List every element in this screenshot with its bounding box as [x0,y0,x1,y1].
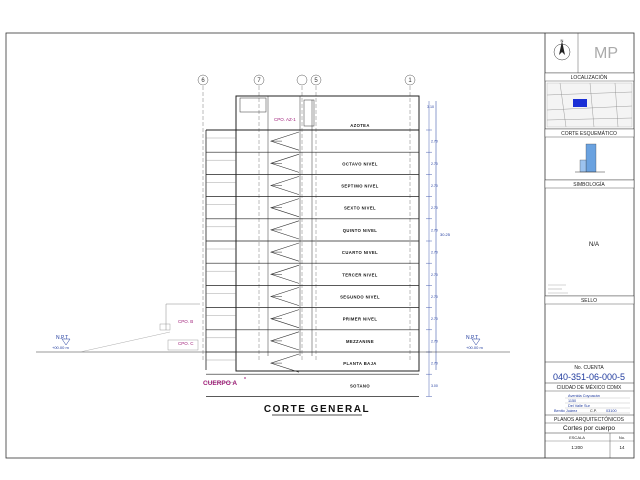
simbologia-notes [548,284,568,294]
elevator-overrun [303,99,315,127]
npt-right: N.P.T +00.00 m [466,335,483,350]
simbologia-header: SIMBOLOGÍA [573,181,605,188]
no-cuenta-label: No. CUENTA [574,365,604,371]
dimension-chain: 2.70 2.70 2.70 2.70 2.70 2.70 2.70 2.70 2.70 2.70… [426,101,438,397]
axis-6: 6 [197,74,209,360]
sheet-border [5,32,635,459]
cpo-c-label: CPO. C [178,341,194,346]
north-arrow-icon [553,41,571,61]
cpo-az-label: CPO. AZ-1 [274,117,296,122]
level-label: PRIMER NIVEL [343,317,378,322]
level-label: MEZZANINE [346,339,374,344]
level-label: PLANTA BAJA [343,361,376,366]
level-label: SEGUNDO NIVEL [340,295,380,300]
numero-value: 1150 [568,399,576,403]
no-cuenta-value: 040-351-06-000-5 [553,372,625,382]
level-dim-label: 2.70 [431,317,438,321]
plano-titulo: Cortes por cuerpo [563,425,615,432]
calle-value: Avenida Coyoacán [568,394,600,398]
level-label: AZOTEA [350,123,370,128]
level-label: TERCER NIVEL [342,272,378,277]
floor-slabs [206,129,419,397]
level-dim-label: 2.70 [431,295,438,299]
escala-value: 1:200 [571,445,583,450]
simbologia-value: N/A [589,242,599,248]
total-height-label: 30.25 [440,232,451,237]
adjacent-body-b-box [159,323,171,331]
axis-markers: 6 7 5 1 [197,74,416,360]
body-label: CUERPO A [203,380,237,387]
axis-1: 1 [404,74,416,360]
level-label: SEPTIMO NIVEL [341,184,379,189]
level-dim-label: 2.70 [431,362,438,366]
adjacent-body-c [167,339,199,351]
level-dim-label: 3.00 [431,384,438,388]
level-dim-label: 2.70 [431,184,438,188]
axis-label-7: 7 [257,78,261,84]
colonia-value: Del Valle Sur [568,404,591,408]
npt-left-level: +00.00 m [52,345,69,350]
top-dim-label: 3.10 [427,105,434,109]
title-block: N MP LOCALIZACIÓN CORTE ESQUEMÁTICO SIMB… [544,33,635,458]
sello-header: SELLO [581,298,597,304]
npt-right-level: +00.00 m [466,345,483,350]
drawing-title: CORTE GENERAL [264,404,370,415]
localizacion-header: LOCALIZACIÓN [571,74,608,81]
adjacent-body-b [165,303,200,330]
corte-esquematico-header: CORTE ESQUEMÁTICO [561,130,617,137]
lam-label: No. [619,435,625,440]
building-outline [235,95,420,372]
level-dim-label: 2.70 [431,228,438,232]
level-dim-label: 2.70 [431,273,438,277]
npt-left-label: N.P.T [56,335,68,341]
npt-right-label: N.P.T [466,335,478,341]
level-label: OCTAVO NIVEL [342,161,378,166]
level-dim-label: 2.70 [431,206,438,210]
ciudad-label: CIUDAD DE MÉXICO CDMX [557,384,622,391]
axis-label-5: 5 [314,78,318,84]
north-label: N [561,38,564,43]
alcaldia-value: Benito Juárez [554,409,577,413]
level-label: CUARTO NIVEL [342,250,378,255]
cpo-b-label: CPO. B [178,319,193,324]
ramp-line [79,331,171,353]
stair-flights [270,131,300,373]
level-label: QUINTO NIVEL [343,228,378,233]
lam-value: 14 [619,445,625,450]
escala-label: ESCALA [569,435,585,440]
cp-label: C.P. [590,409,597,413]
level-dim-label: 2.70 [431,339,438,343]
level-label: SOTANO [350,383,370,388]
planos-label: PLANOS ARQUITECTÓNICOS [554,416,625,423]
axis-5: 5 [296,74,322,360]
axis-label-6: 6 [201,78,205,84]
npt-left: N.P.T +00.00 m [52,335,71,350]
axis-7: 7 [253,74,265,360]
level-label: SEXTO NIVEL [344,206,376,211]
cp-value: 03100 [606,409,617,413]
location-map [546,82,633,128]
axis-label-1: 1 [408,78,412,84]
section-drawing: 6 7 5 1 [36,74,510,416]
level-labels: AZOTEA OCTAVO NIVEL SEPTIMO NIVEL SEXTO NIV… [340,123,380,388]
level-dim-label: 2.70 [431,162,438,166]
company-logo: MP [594,45,618,62]
roof-box [239,97,267,113]
schematic-section-icon [575,143,605,173]
level-dim-label: 2.70 [431,140,438,144]
level-dim-label: 2.70 [431,251,438,255]
address-fields: Avenida Coyoacán 1150 Del Valle Sur Beni… [554,394,630,414]
location-highlight [573,99,587,107]
